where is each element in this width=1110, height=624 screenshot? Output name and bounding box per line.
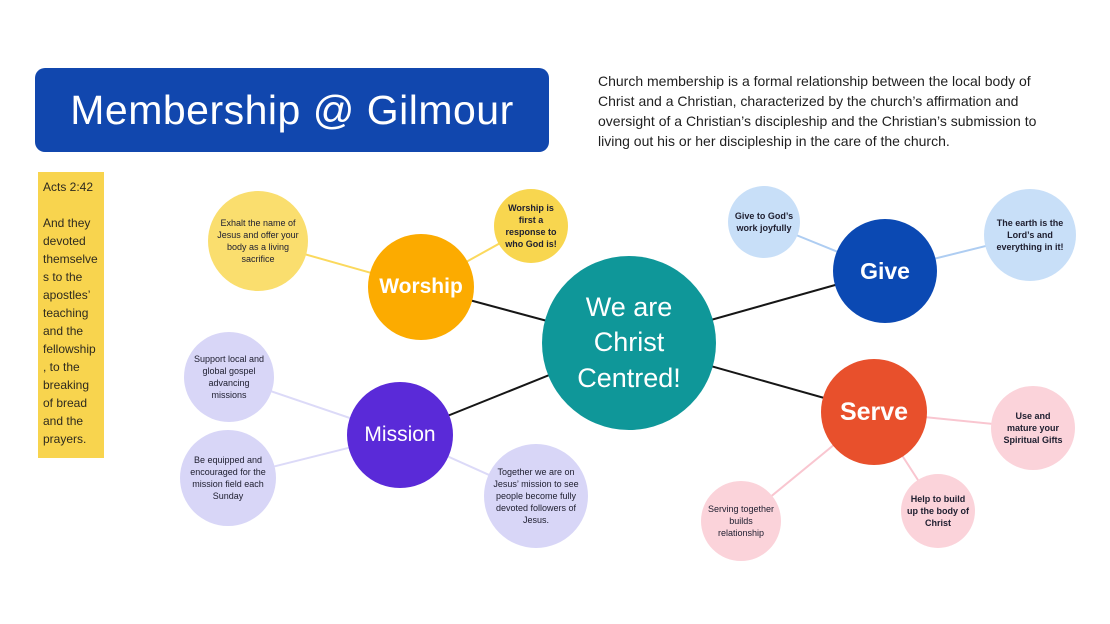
scripture-sticky-note: Acts 2:42 And they devoted themselves to… [38, 172, 104, 458]
page-title: Membership @ Gilmour [70, 86, 514, 133]
serve-satellite-gifts: Use and mature your Spiritual Gifts [991, 386, 1075, 470]
branch-node-mission: Mission [347, 382, 453, 488]
worship-label: Worship [379, 275, 463, 298]
give-satellite-earth: The earth is the Lord’s and everything i… [984, 189, 1076, 281]
branch-node-worship: Worship [368, 234, 474, 340]
scripture-text: And they devoted themselves to the apost… [43, 216, 98, 446]
membership-definition-text: Church membership is a formal relationsh… [598, 73, 1037, 149]
branch-node-serve: Serve [821, 359, 927, 465]
worship-satellite-exhalt: Exhalt the name of Jesus and offer your … [208, 191, 308, 291]
mission-satellite-together: Together we are on Jesus’ mission to see… [484, 444, 588, 548]
give-satellite-joyfully: Give to God’s work joyfully [728, 186, 800, 258]
serve-satellite-relationship: Serving together builds relationship [701, 481, 781, 561]
title-banner: Membership @ Gilmour [35, 68, 549, 152]
give-label: Give [860, 257, 910, 284]
mission-satellite-equipped: Be equipped and encouraged for the missi… [180, 430, 276, 526]
center-node-label: We are Christ Centred! [577, 292, 681, 393]
serve-label: Serve [839, 397, 909, 426]
serve-satellite-body: Help to build up the body of Christ [901, 474, 975, 548]
worship-satellite-response: Worship is first a response to who God i… [494, 189, 568, 263]
branch-node-give: Give [833, 219, 937, 323]
mission-satellite-support: Support local and global gospel advancin… [184, 332, 274, 422]
scripture-reference: Acts 2:42 [43, 180, 94, 194]
center-node-christ-centred: We are Christ Centred! [542, 256, 716, 430]
mission-label: Mission [364, 423, 436, 446]
